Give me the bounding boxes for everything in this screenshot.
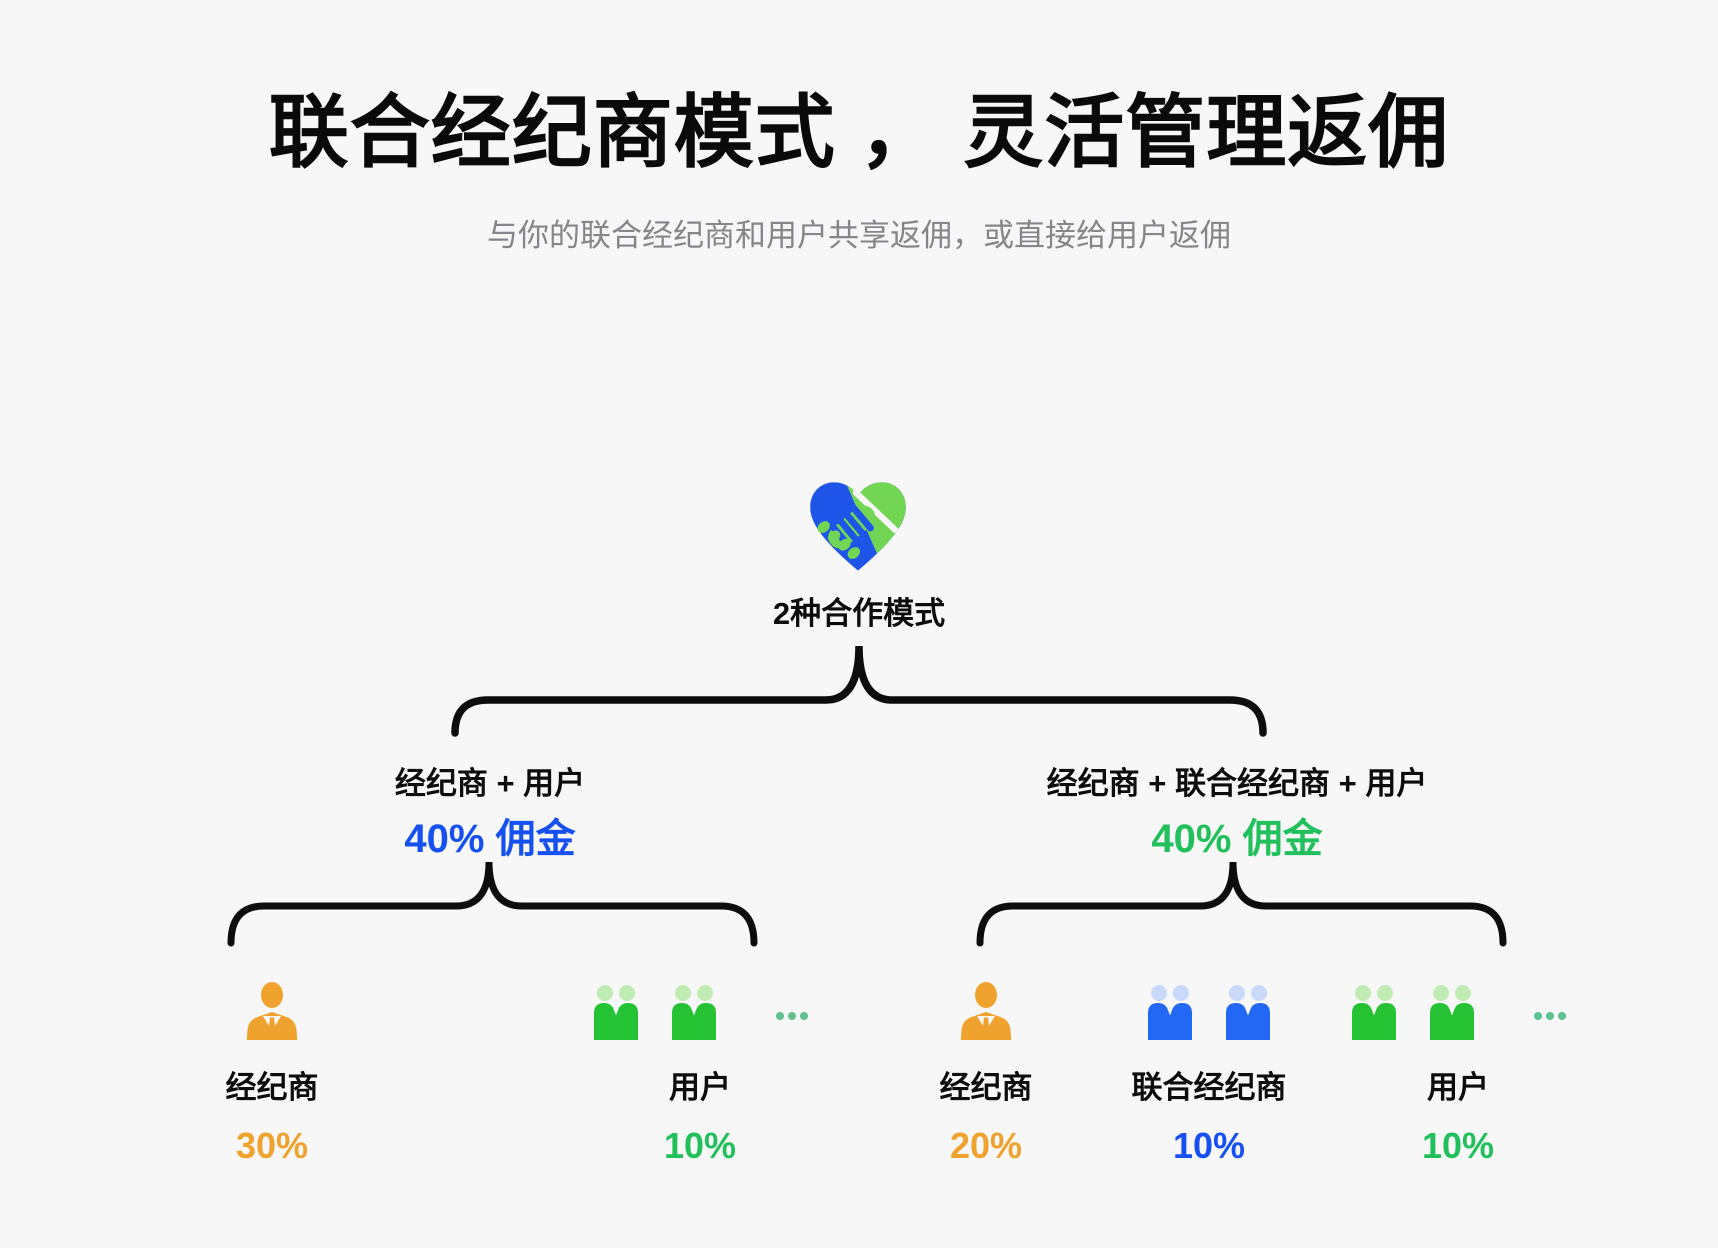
users-icons (490, 982, 910, 1040)
handshake-heart-icon (806, 479, 910, 575)
users-icons (1248, 982, 1668, 1040)
more-users-ellipsis-icon (1534, 1012, 1566, 1020)
handshake-heart-svg (810, 482, 906, 571)
participant-share: 30% (235, 1125, 309, 1166)
participant-share: 20% (949, 1125, 1023, 1166)
subbroker-icons (999, 982, 1419, 1040)
broker-icon (776, 982, 1196, 1040)
heart-notch (852, 489, 899, 534)
mode-2-brace (976, 861, 1507, 947)
broker-icon (62, 982, 482, 1040)
mode-2-name: 经纪商 + 联合经纪商 + 用户 (1046, 766, 1428, 801)
participant-label: 经纪商 (939, 1070, 1033, 1105)
subbroker-pair-icon (1226, 985, 1270, 1040)
participant-label: 用户 (1427, 1070, 1489, 1105)
participant-label: 联合经纪商 (1131, 1070, 1287, 1105)
user-pair-icon (672, 985, 716, 1040)
mode-1-name: 经纪商 + 用户 (394, 766, 586, 801)
participant-share: 10% (663, 1125, 737, 1166)
participant-col-users-2: 用户 10% (1248, 982, 1668, 1167)
root-brace (451, 645, 1267, 737)
green-hand-fingertips (817, 521, 861, 559)
root-node-label: 2种合作模式 (772, 596, 946, 631)
page-subtitle: 与你的联合经纪商和用户共享返佣，或直接给用户返佣 (487, 218, 1231, 253)
user-pair-icon (1430, 985, 1474, 1040)
participant-label: 经纪商 (225, 1070, 319, 1105)
participant-label: 用户 (669, 1070, 731, 1105)
page-title: 联合经纪商模式 ， 灵活管理返佣 (268, 88, 1450, 177)
user-pair-icon (594, 985, 638, 1040)
participant-share: 10% (1172, 1125, 1246, 1166)
participant-col-users-1: 用户 10% (490, 982, 910, 1167)
mode-1-commission: 40% 佣金 (404, 817, 576, 861)
participant-col-subbrokers: 联合经纪商 10% (999, 982, 1419, 1167)
participant-col-broker-1: 经纪商 30% (62, 982, 482, 1167)
mode-2-commission: 40% 佣金 (1151, 817, 1323, 861)
broker-person-icon (960, 982, 1012, 1040)
broker-person-icon (246, 982, 298, 1040)
participant-col-broker-2: 经纪商 20% (776, 982, 1196, 1167)
subbroker-pair-icon (1148, 985, 1192, 1040)
participant-share: 10% (1421, 1125, 1495, 1166)
blue-hand-fingers (829, 504, 874, 550)
user-pair-icon (1352, 985, 1396, 1040)
mode-1-brace (227, 861, 758, 947)
